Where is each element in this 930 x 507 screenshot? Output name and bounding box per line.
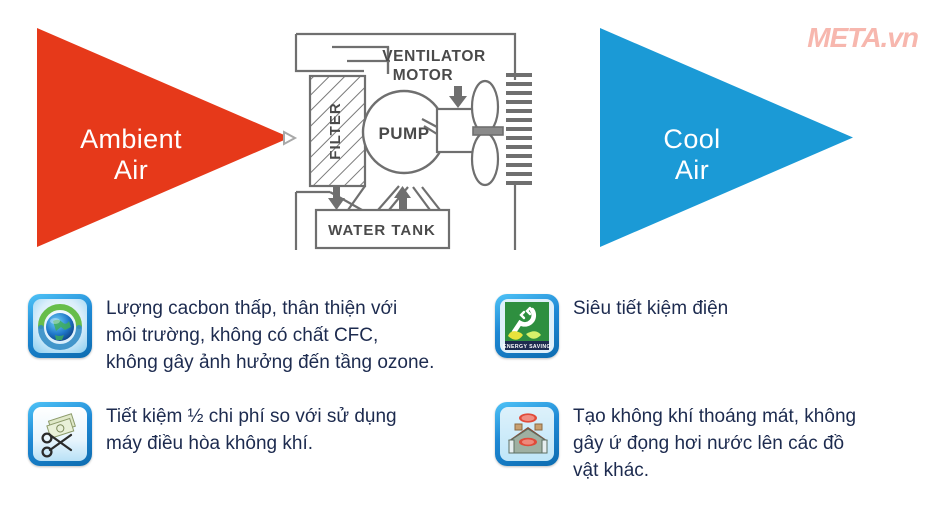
meta-vn-watermark: META.vn — [807, 22, 919, 53]
evaporative-cooler-schematic: FILTER PUMP — [282, 14, 552, 264]
feature-text-cost-saving: Tiết kiệm ½ chi phí so với sử dụng máy đ… — [106, 406, 397, 454]
feature-list: Lượng cacbon thấp, thân thiện với môi tr… — [0, 278, 930, 507]
cool-house-icon — [495, 402, 559, 466]
ventilator-label-line1: VENTILATOR — [382, 48, 486, 65]
globe-eco-glyph — [33, 299, 87, 353]
motor-down-arrow-icon — [449, 86, 467, 108]
ambient-air-label-line1: Ambient — [80, 124, 182, 154]
feature-text-fresh-air: Tạo không khí thoáng mát, không gây ứ đọ… — [573, 406, 857, 481]
cool-house-glyph — [500, 407, 554, 461]
energy-saving-icon: ENERGY SAVING — [495, 294, 559, 358]
feature-text-energy-saving: Siêu tiết kiệm điện — [573, 298, 729, 319]
feature-text-low-carbon: Lượng cacbon thấp, thân thiện với môi tr… — [106, 298, 435, 373]
water-tank-label: WATER TANK — [328, 222, 436, 239]
illustration-band: Ambient Air Cool Air META.vn — [37, 14, 919, 264]
filter-down-arrow-icon — [328, 186, 345, 210]
feature-item-low-carbon: Lượng cacbon thấp, thân thiện với môi tr… — [28, 294, 488, 376]
cool-air-arrow: Cool Air — [600, 28, 853, 247]
energy-saving-badge-label: ENERGY SAVING — [503, 344, 551, 350]
water-up-arrow-icon — [394, 186, 411, 210]
feature-item-cost-saving: Tiết kiệm ½ chi phí so với sử dụng máy đ… — [28, 402, 488, 466]
outlet-grille-icon — [506, 73, 532, 185]
water-tank: WATER TANK — [314, 208, 451, 250]
cool-air-label-line2: Air — [674, 155, 710, 185]
fan-blades-icon — [470, 79, 504, 187]
ambient-air-arrow: Ambient Air — [37, 28, 290, 247]
air-inlet-marker-icon — [283, 130, 298, 146]
scissors-money-glyph — [33, 407, 87, 461]
energy-saving-glyph: ENERGY SAVING — [500, 299, 554, 353]
feature-item-energy-saving: ENERGY SAVING Siêu tiết kiệm điện — [495, 294, 925, 358]
ambient-air-triangle-icon — [37, 28, 290, 247]
cool-air-label-line1: Cool — [663, 124, 721, 154]
filter-label: FILTER — [327, 102, 344, 159]
filter-block: FILTER — [308, 74, 367, 188]
schematic-drawing: FILTER PUMP — [283, 32, 532, 250]
cool-air-label: Cool Air — [612, 124, 772, 186]
ventilator-label-line2: MOTOR — [393, 67, 453, 84]
feature-item-fresh-air: Tạo không khí thoáng mát, không gây ứ đọ… — [495, 402, 925, 484]
ambient-air-label-line2: Air — [113, 155, 149, 185]
scissors-money-icon — [28, 402, 92, 466]
globe-eco-icon — [28, 294, 92, 358]
ambient-air-label: Ambient Air — [51, 124, 211, 186]
pump-label: PUMP — [378, 124, 429, 143]
cool-air-triangle-icon — [600, 28, 853, 247]
